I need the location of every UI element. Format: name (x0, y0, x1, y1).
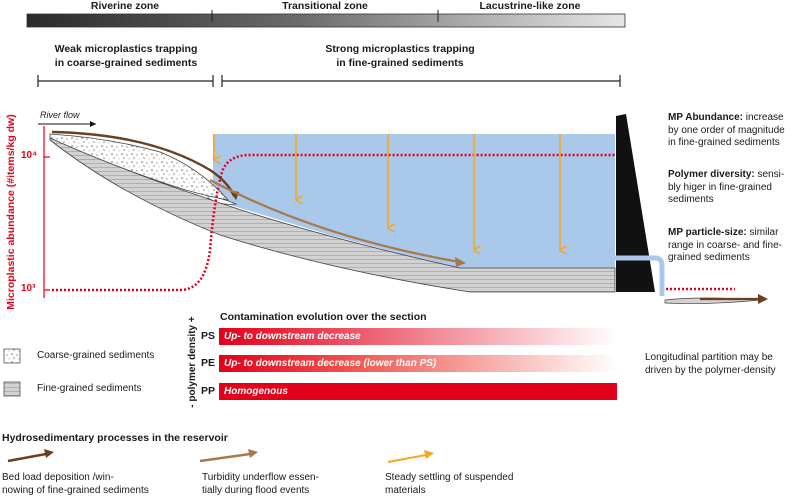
legend-settling-arrow (387, 450, 434, 463)
turbidity-arrow (209, 179, 466, 267)
reservoir-water (213, 134, 615, 268)
pp-text: Homogenous (224, 386, 288, 397)
dam-outlet-pipe (615, 255, 665, 296)
pe-text: Up- to downstream decrease (lower than P… (224, 358, 437, 369)
contamination-title: Contamination evolution over the section (220, 311, 427, 323)
density-partition-note: Longitudinal partition may be driven by … (645, 352, 776, 376)
y-tick-low: 10³ (21, 283, 36, 294)
fine-sediment-layer (49, 135, 616, 293)
transitional-zone-label: Transitional zone (282, 0, 368, 12)
legend-turbidity-text: Turbidity underflow essen- tially during… (202, 472, 319, 496)
river-flow-arrow (38, 121, 96, 127)
pe-bar (219, 355, 617, 372)
weak-trapping-label: Weak microplastics trapping in coarse-gr… (54, 43, 198, 69)
coarse-legend-swatch (3, 348, 21, 364)
lacustrine-zone-label: Lacustrine-like zone (479, 0, 581, 12)
ps-bar (219, 328, 617, 345)
legend-settling-text: Steady settling of suspended materials (385, 472, 514, 496)
pe-row: Up- to downstream decrease (lower than P… (219, 355, 617, 372)
y-tick-high: 10⁴ (21, 150, 38, 161)
polymer-density-label: - polymer density + (187, 316, 198, 408)
pe-label: PE (201, 357, 216, 369)
coarse-sediment-layer (49, 133, 230, 201)
strong-trapping-bracket (221, 75, 621, 87)
pp-row: Homogenous (219, 383, 617, 400)
abundance-curve (52, 153, 615, 292)
pp-bar (219, 383, 617, 400)
legend-turbidity-arrow (199, 449, 258, 463)
finding-diversity: Polymer diversity: sensi- bly higer in f… (668, 169, 785, 205)
coarse-legend-label: Coarse-grained sediments (37, 350, 155, 361)
ps-label: PS (201, 330, 216, 342)
y-axis-label: Microplastic abundance (#items/kg dw) (5, 114, 17, 309)
fine-legend-label: Fine-grained sediments (37, 383, 142, 394)
finding-particle-size: MP particle-size: similar range in coars… (668, 227, 782, 263)
dam (616, 114, 655, 292)
processes-title: Hydrosedimentary processes in the reserv… (2, 432, 228, 444)
weak-trapping-bracket (37, 75, 214, 87)
settling-arrows (214, 134, 560, 250)
fine-legend-swatch (3, 381, 21, 397)
zone-gradient-bar (26, 13, 626, 28)
ps-text: Up- to downstream decrease (224, 331, 361, 342)
pp-label: PP (201, 385, 216, 397)
strong-trapping-label: Strong microplastics trapping in fine-gr… (325, 43, 475, 69)
riverine-zone-label: Riverine zone (90, 0, 160, 12)
legend-bedload-arrow (7, 449, 54, 463)
ps-row: Up- to downstream decrease (219, 328, 617, 345)
river-flow-label: River flow (40, 110, 80, 120)
finding-abundance: MP Abundance: increase by one order of m… (668, 112, 785, 148)
outflow-arrow (700, 294, 768, 304)
legend-bedload-text: Bed load deposition /win- nowing of fine… (2, 472, 149, 496)
y-axis (43, 126, 50, 298)
